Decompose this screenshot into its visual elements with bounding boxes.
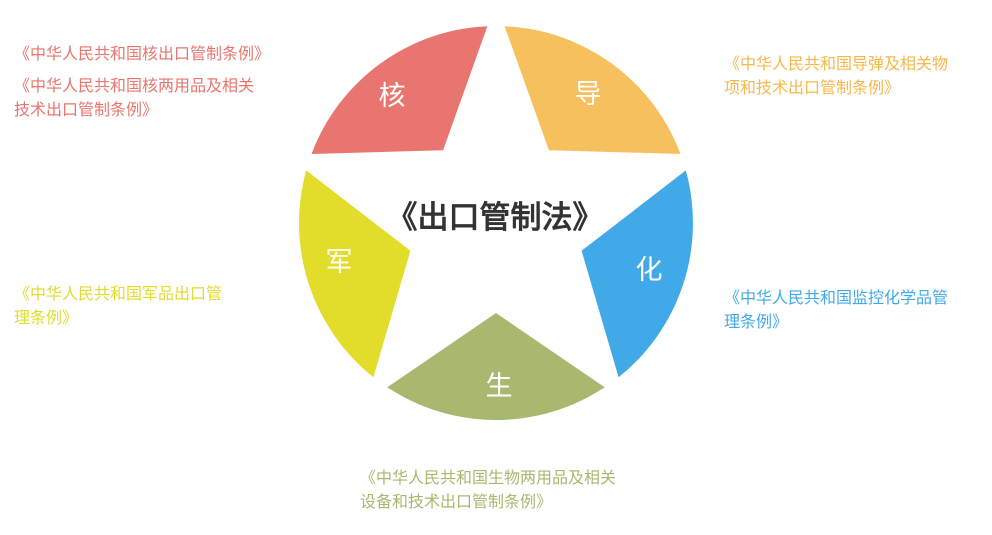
regulation-biological: 《中华人民共和国生物两用品及相关 设备和技术出口管制条例》 [360, 466, 616, 514]
regulation-nuclear: 《中华人民共和国核出口管制条例》 《中华人民共和国核两用品及相关 技术出口管制条… [14, 42, 270, 122]
regulation-line: 理条例》 [14, 308, 79, 327]
label-missile: 导 [574, 79, 602, 110]
regulation-line: 技术出口管制条例》 [14, 100, 159, 119]
label-military: 军 [325, 247, 353, 278]
sector-chemical [581, 170, 693, 378]
regulation-line: 《中华人民共和国军品出口管 [14, 284, 223, 303]
regulation-line: 《中华人民共和国核两用品及相关 [14, 76, 255, 95]
label-biological: 生 [485, 371, 513, 402]
label-nuclear: 核 [378, 81, 406, 112]
regulation-military: 《中华人民共和国军品出口管 理条例》 [14, 282, 222, 330]
regulation-line: 理条例》 [724, 312, 789, 331]
sector-nuclear [311, 26, 488, 155]
regulation-line: 《中华人民共和国核出口管制条例》 [14, 44, 271, 63]
label-chemical: 化 [635, 255, 663, 286]
sector-biological [387, 313, 605, 421]
regulation-line: 《中华人民共和国生物两用品及相关 [360, 468, 617, 487]
regulation-line: 《中华人民共和国监控化学品管 [724, 288, 949, 307]
regulation-chemical: 《中华人民共和国监控化学品管 理条例》 [724, 286, 948, 334]
regulation-missile: 《中华人民共和国导弹及相关物 项和技术出口管制条例》 [724, 52, 948, 100]
regulation-line: 项和技术出口管制条例》 [724, 78, 901, 97]
center-title: 《出口管制法》 [386, 200, 604, 236]
sector-missile [504, 26, 681, 155]
regulation-line: 设备和技术出口管制条例》 [360, 492, 553, 511]
regulation-line: 《中华人民共和国导弹及相关物 [724, 54, 949, 73]
sector-military [299, 170, 411, 378]
